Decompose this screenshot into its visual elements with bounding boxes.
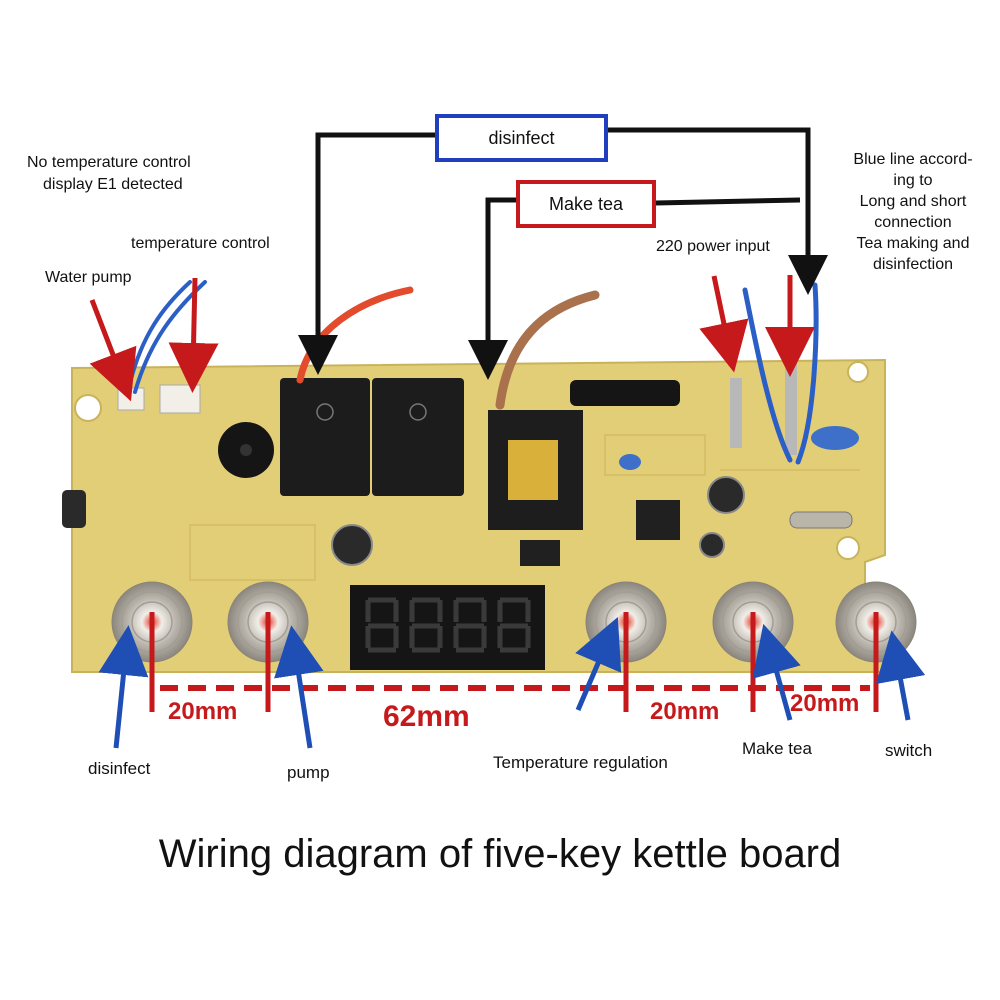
water-pump-label: Water pump (45, 269, 132, 286)
disinfect-callout-box: disinfect (435, 114, 608, 162)
dimension-gap-3: 20mm (650, 698, 720, 725)
pump-connector (117, 387, 145, 411)
key-label-switch: switch (885, 741, 933, 760)
blue-line-note-2: ing to (893, 172, 933, 189)
power-input-label: 220 power input (656, 238, 770, 255)
capacitor (331, 524, 373, 566)
relays (280, 378, 464, 496)
capacitor (699, 532, 725, 558)
seven-segment-display (350, 585, 545, 670)
key-label-make-tea: Make tea (742, 739, 812, 758)
blue-line-note-6: disinfection (872, 256, 954, 273)
blue-line-note-3: Long and short (859, 193, 967, 210)
relay-1 (280, 378, 370, 496)
disinfect-callout-label: disinfect (488, 127, 555, 148)
diagram-caption: Wiring diagram of five-key kettle board (158, 832, 842, 876)
resistor (789, 511, 853, 529)
blue-line-note-4: connection (874, 214, 952, 231)
mount-hole (836, 536, 860, 560)
no-temp-control-line1: No temperature control (27, 154, 191, 171)
dimension-gap-2: 62mm (383, 700, 470, 733)
red-arrows-top (89, 275, 815, 402)
small-capacitor (619, 454, 641, 470)
mount-hole (847, 361, 869, 383)
transformer-coil (508, 440, 558, 500)
mount-hole (74, 394, 102, 422)
temp-connector (159, 384, 201, 414)
temperature-control-label: temperature control (131, 235, 270, 252)
no-temp-control-line2: display E1 detected (43, 176, 183, 193)
dimension-gap-4: 20mm (790, 690, 860, 717)
key-label-temperature-regulation: Temperature regulation (493, 753, 668, 772)
power-terminal (730, 378, 742, 448)
relay-2 (372, 378, 464, 496)
make-tea-callout-box: Make tea (516, 180, 656, 228)
ic-chip (520, 540, 560, 566)
ic-chip (636, 500, 680, 540)
varistor (811, 426, 859, 450)
power-terminal (785, 360, 797, 455)
blue-key-arrows (98, 617, 926, 749)
callout-lines (298, 127, 828, 380)
blue-line-note-1: Blue line accord- (853, 151, 973, 168)
blue-line-note-5: Tea making and (856, 235, 970, 252)
capacitor (707, 476, 745, 514)
dimension-gap-1: 20mm (168, 698, 238, 725)
make-tea-callout-label: Make tea (548, 193, 624, 214)
fuse (570, 380, 680, 406)
key-label-pump: pump (287, 763, 330, 782)
key-label-disinfect: disinfect (88, 759, 151, 778)
capacitor (62, 490, 86, 528)
